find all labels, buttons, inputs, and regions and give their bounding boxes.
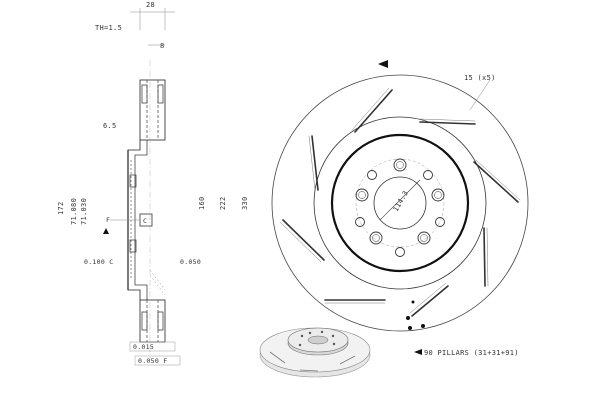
- datum-f-arrow: [103, 228, 109, 234]
- friction-ring-lower: [139, 299, 166, 343]
- tol-runout-right: 0.050: [180, 258, 201, 266]
- side-section-view: [103, 8, 181, 366]
- tol-runout-left: 0.100 C: [84, 258, 114, 266]
- pillars-label: 90 PILLARS (31+31+91): [424, 349, 519, 357]
- hat-outer: [330, 133, 470, 273]
- bolt-hole: [369, 231, 383, 245]
- disc-outer-edge: [271, 74, 529, 332]
- bolt-hole: [417, 231, 431, 245]
- datum-f-label: F: [106, 216, 110, 224]
- dim-overall-width: 28: [146, 1, 155, 9]
- front-view: [271, 60, 529, 355]
- pillars-arrow: [414, 349, 422, 355]
- dim-bore-top: 71.080: [70, 198, 78, 225]
- friction-ring-upper: [139, 79, 166, 141]
- dim-hub-diameter: 160: [198, 196, 206, 210]
- bolt-hole: [431, 188, 445, 202]
- pcd-label: 114.3: [392, 189, 410, 213]
- bolt-holes: [355, 158, 445, 257]
- tol-flatness: 0.050 F: [138, 357, 168, 365]
- tol-parallelism: 0.015: [133, 343, 154, 351]
- drill-dots: [406, 300, 425, 330]
- stud-hole: [423, 170, 433, 180]
- bolt-holes-label: 15 (x5): [464, 74, 496, 82]
- dim-outer-diameter-172: 172: [57, 201, 65, 215]
- pcd-dim-line: [379, 179, 421, 221]
- bolt-hole: [355, 188, 369, 202]
- bolt-hole: [393, 158, 407, 172]
- stud-hole: [395, 247, 405, 257]
- dim-depth: 8: [160, 42, 165, 50]
- stud-hole: [367, 170, 377, 180]
- dim-330: 330: [241, 196, 249, 210]
- disc-slots: [282, 89, 519, 317]
- rotation-arrow: [378, 60, 388, 68]
- dim-hub-thickness: TH=1.5: [95, 24, 122, 32]
- stud-hole: [435, 217, 445, 227]
- stud-hole: [355, 217, 365, 227]
- dim-222: 222: [219, 196, 227, 210]
- friction-inner-edge: [313, 116, 487, 290]
- dim-offset: 6.5: [103, 122, 117, 130]
- dim-bore-bottom: 71.030: [80, 198, 88, 225]
- datum-c-label: C: [143, 217, 147, 225]
- disc-3d-preview: [259, 327, 371, 378]
- centre-bore: [373, 176, 427, 230]
